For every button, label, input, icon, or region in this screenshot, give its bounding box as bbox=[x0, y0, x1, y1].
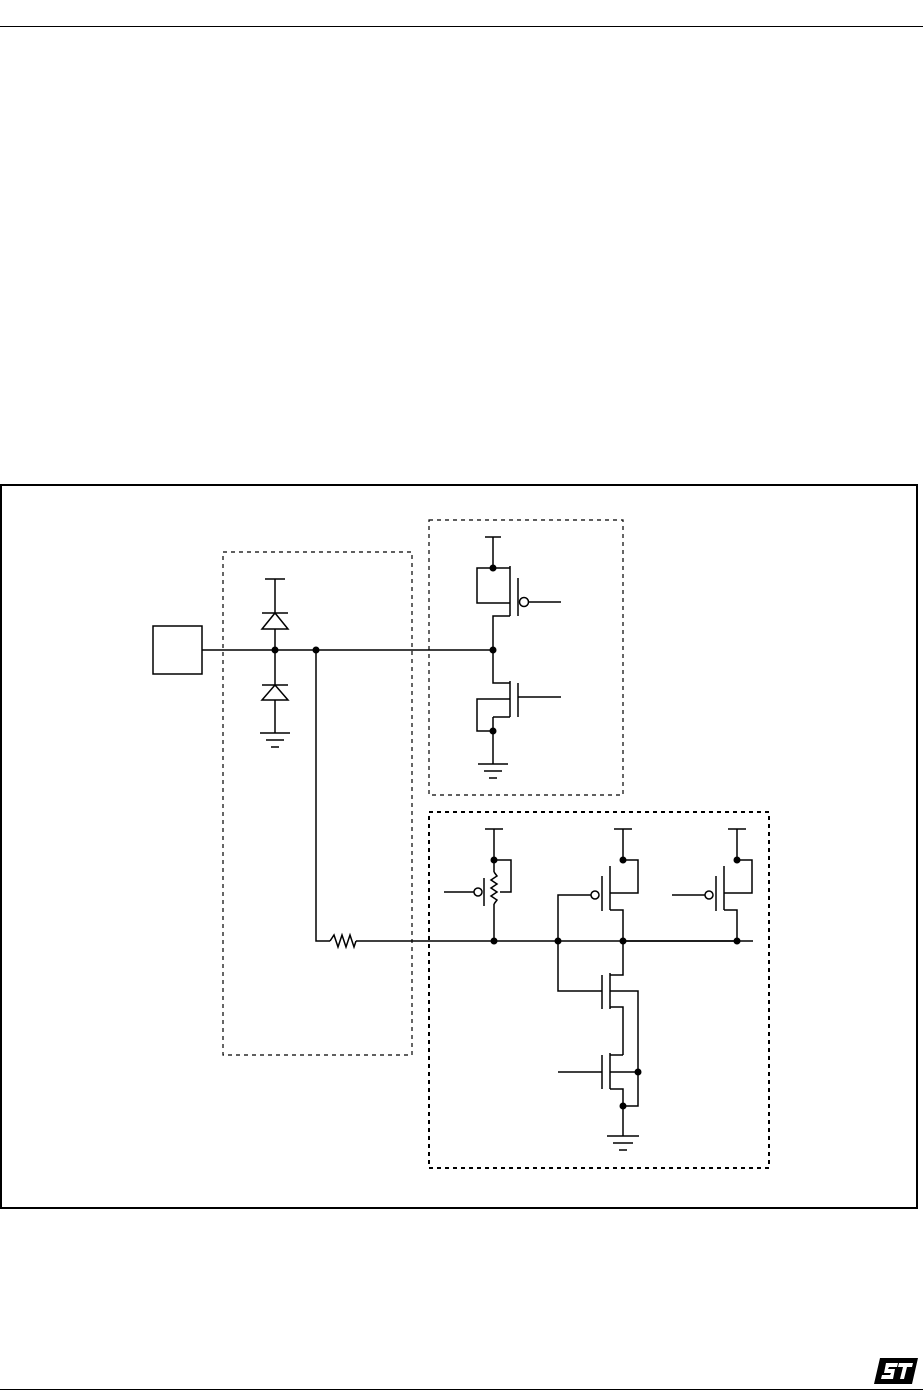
protection-block bbox=[223, 552, 412, 1055]
diode-top bbox=[262, 579, 288, 650]
p-pullup bbox=[444, 829, 511, 945]
ground-symbol bbox=[478, 764, 508, 778]
ground-symbol bbox=[260, 733, 290, 747]
diode-bottom bbox=[262, 650, 288, 733]
input-stage-block bbox=[429, 812, 769, 1168]
n-inv-lower bbox=[558, 1053, 642, 1136]
n-inv-upper bbox=[558, 941, 638, 1072]
footer-rule bbox=[0, 1389, 923, 1390]
st-logo bbox=[874, 1356, 918, 1386]
p-inv bbox=[555, 829, 639, 945]
n-out bbox=[477, 650, 561, 764]
series-net bbox=[316, 650, 330, 941]
output-stage-block bbox=[429, 520, 623, 795]
r-series bbox=[330, 935, 356, 947]
pad bbox=[153, 626, 202, 674]
p-out bbox=[477, 537, 561, 650]
ground-symbol bbox=[607, 1136, 639, 1150]
p-keeper bbox=[672, 829, 752, 945]
